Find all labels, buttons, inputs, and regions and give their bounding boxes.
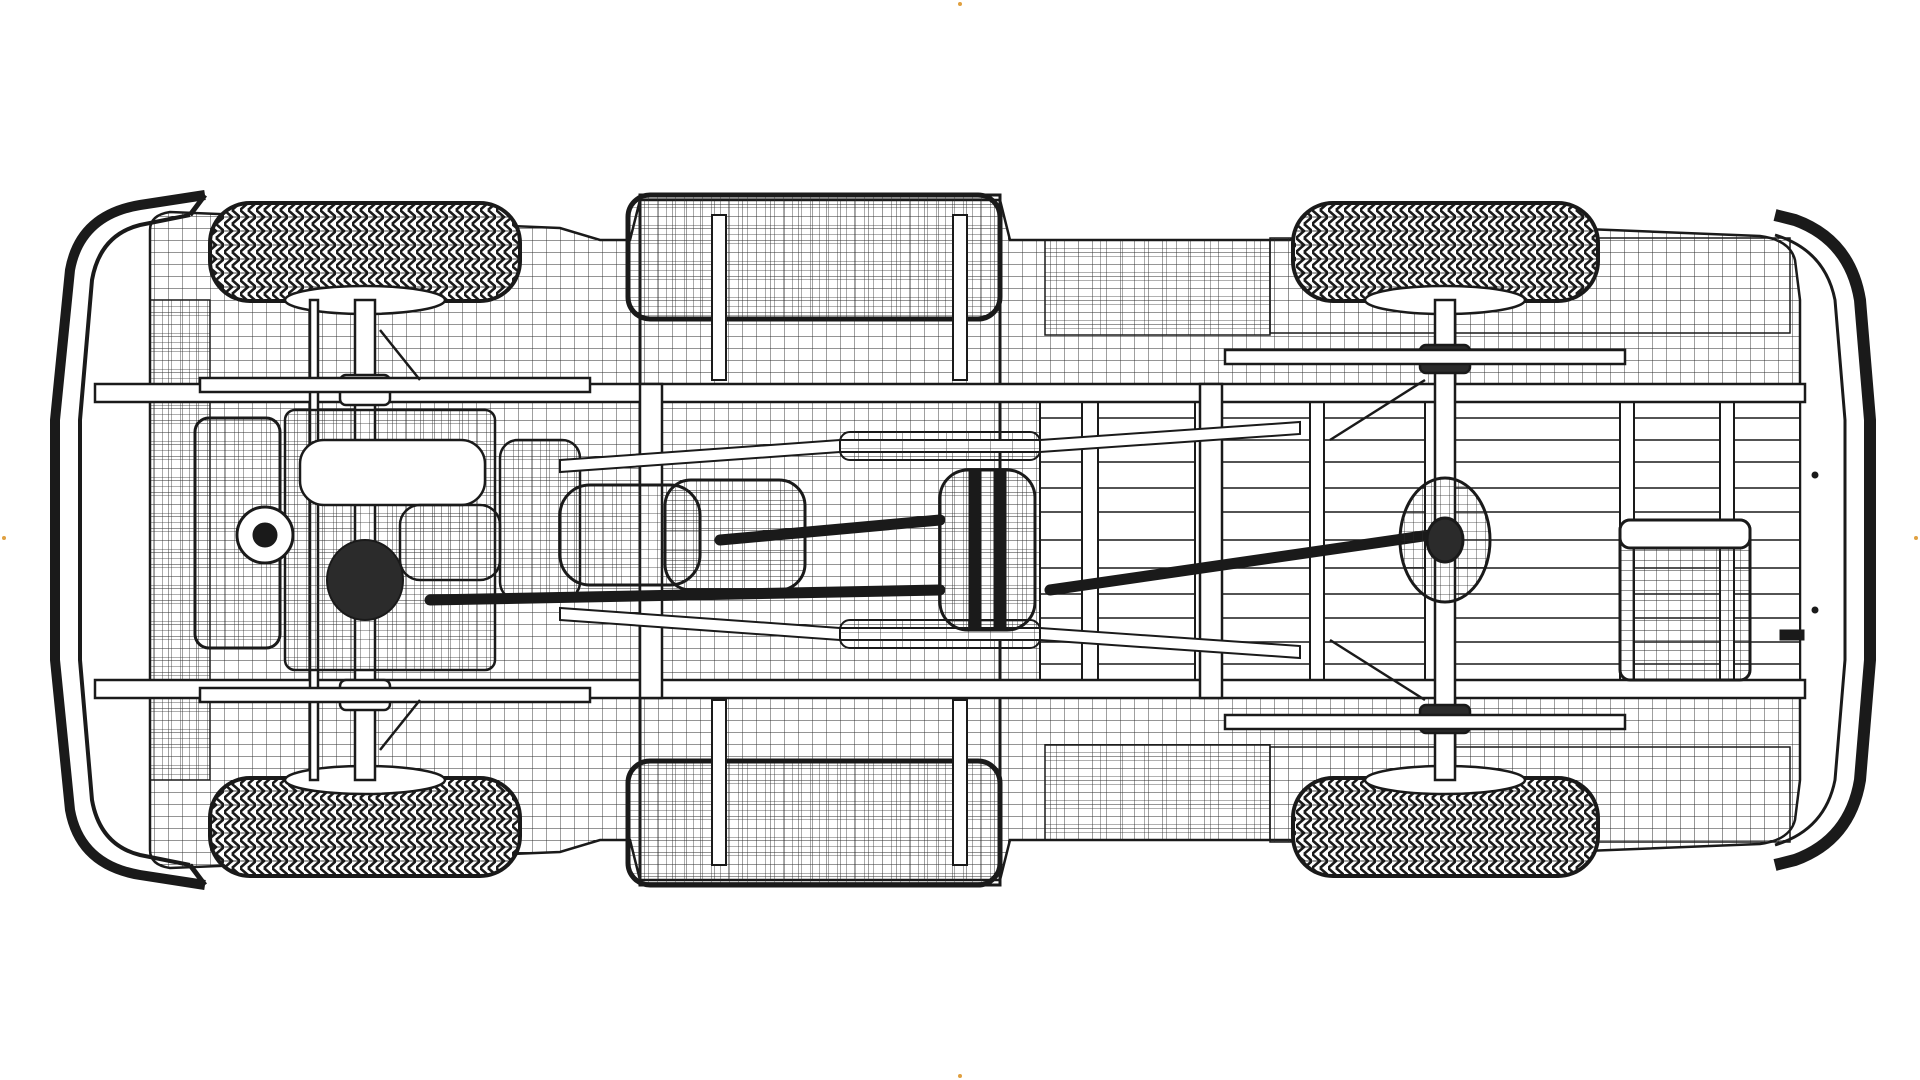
rear-differential <box>1398 476 1492 604</box>
exhaust-pipes <box>559 420 1301 660</box>
rear-bumper <box>1773 209 1876 871</box>
front-bumper <box>50 190 207 890</box>
rear-hitch <box>1779 471 1819 641</box>
engine <box>193 408 807 672</box>
fuel-tank <box>1618 518 1752 682</box>
tires <box>208 201 1600 878</box>
center-differential <box>938 468 1037 632</box>
driveshafts <box>424 514 1436 606</box>
